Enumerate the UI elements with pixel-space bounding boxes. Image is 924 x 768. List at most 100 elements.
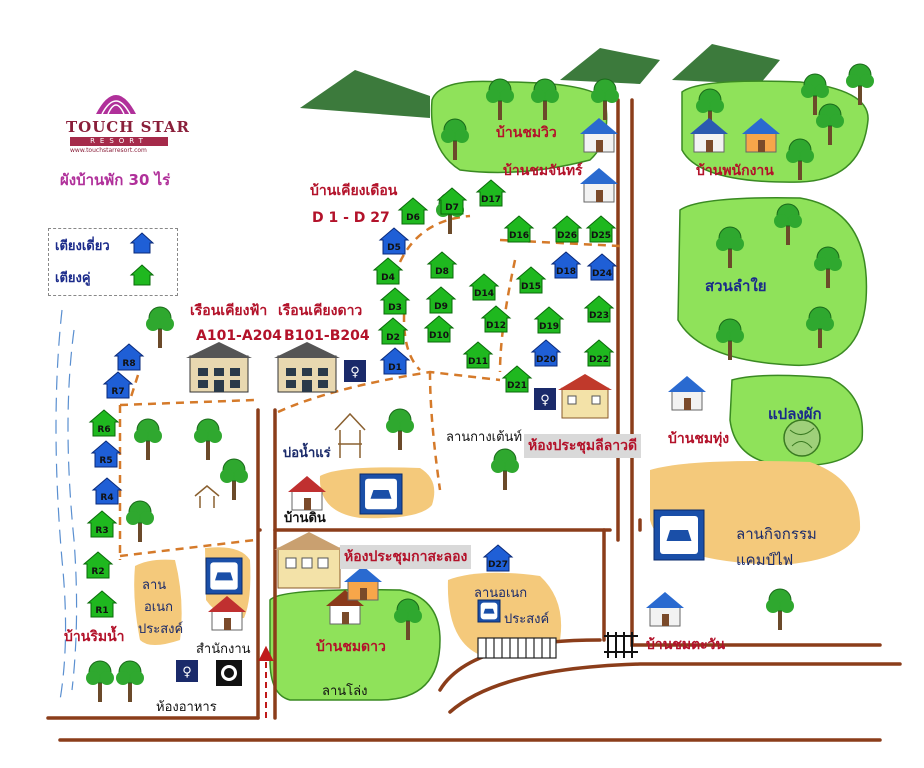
walk-paths bbox=[118, 214, 621, 560]
label-staff: บ้านพนักงาน bbox=[696, 163, 774, 179]
logo-url: www.touchstarresort.com bbox=[70, 147, 147, 154]
tree-icon bbox=[220, 458, 248, 500]
svg-text:D26: D26 bbox=[557, 231, 577, 241]
cottage-icon bbox=[690, 118, 728, 153]
tree-icon bbox=[806, 306, 834, 348]
svg-text:D1: D1 bbox=[388, 363, 402, 373]
house-r7: R7 bbox=[102, 371, 134, 399]
svg-text:D25: D25 bbox=[591, 231, 611, 241]
label-d-range: D 1 - D 27 bbox=[312, 210, 390, 226]
house-d7: D7 bbox=[436, 187, 468, 215]
label-office: สำนักงาน bbox=[196, 642, 251, 657]
cottage-icon bbox=[344, 566, 382, 601]
label-veggie: แปลงผัก bbox=[768, 405, 822, 423]
house-d26: D26 bbox=[551, 215, 583, 243]
label-chomjan: บ้านชมจันทร์ bbox=[503, 163, 583, 179]
svg-text:D23: D23 bbox=[589, 311, 609, 321]
svg-text:R1: R1 bbox=[95, 606, 108, 616]
tree-icon bbox=[816, 103, 844, 145]
svg-text:R5: R5 bbox=[99, 456, 112, 466]
label-chomthung: บ้านชมทุ่ง bbox=[668, 431, 730, 447]
parking-sign-icon bbox=[653, 509, 705, 561]
cottage-icon bbox=[646, 592, 684, 627]
house-r3: R3 bbox=[86, 510, 118, 538]
house-d18: D18 bbox=[550, 251, 582, 279]
river bbox=[55, 309, 78, 701]
svg-text:D2: D2 bbox=[386, 333, 400, 343]
svg-text:R3: R3 bbox=[95, 526, 108, 536]
tree-icon bbox=[774, 203, 802, 245]
svg-text:D22: D22 bbox=[589, 355, 609, 365]
tree-icon bbox=[716, 318, 744, 360]
label-meeting-lawadee: ห้องประชุมลีลาวดี bbox=[524, 434, 642, 458]
house-d15: D15 bbox=[515, 266, 547, 294]
meeting-building-lawadee bbox=[558, 374, 612, 419]
building-b bbox=[274, 342, 340, 393]
svg-text:D16: D16 bbox=[509, 231, 529, 241]
label-b-range: B101-B204 bbox=[284, 328, 370, 344]
house-d16: D16 bbox=[503, 215, 535, 243]
tree-icon bbox=[134, 418, 162, 460]
legend-double-house-icon bbox=[129, 264, 155, 286]
svg-text:D4: D4 bbox=[381, 273, 395, 283]
label-longan: สวนลำใย bbox=[705, 277, 767, 295]
house-r6: R6 bbox=[88, 409, 120, 437]
svg-text:D15: D15 bbox=[521, 282, 541, 292]
cottage-icon bbox=[580, 118, 618, 153]
svg-text:D10: D10 bbox=[429, 331, 449, 341]
cottages bbox=[208, 118, 780, 631]
svg-text:R8: R8 bbox=[122, 359, 135, 369]
house-d5: D5 bbox=[378, 227, 410, 255]
house-d19: D19 bbox=[533, 306, 565, 334]
mountains bbox=[300, 44, 780, 118]
svg-text:D20: D20 bbox=[536, 355, 556, 365]
tree-icon bbox=[591, 78, 619, 120]
house-d23: D23 bbox=[583, 295, 615, 323]
tree-icon bbox=[531, 78, 559, 120]
label-activity-line1: ลานกิจกรรม bbox=[736, 525, 817, 543]
tree-icon bbox=[786, 138, 814, 180]
house-d11: D11 bbox=[462, 341, 494, 369]
tree-icon bbox=[386, 408, 414, 450]
svg-text:R4: R4 bbox=[100, 493, 113, 503]
label-multi-left-3: ประสงค์ bbox=[138, 622, 184, 637]
entrance-arrow bbox=[258, 645, 274, 718]
numbered-houses: D1D2D3D4D5D6D7D8D9D10D11D12D14D15D16D17D… bbox=[82, 179, 618, 618]
svg-text:D12: D12 bbox=[486, 321, 506, 331]
label-dining: ห้องอาหาร bbox=[156, 700, 217, 715]
label-multi-left-2: อเนก bbox=[144, 600, 174, 615]
parking-sign-icon bbox=[205, 557, 243, 595]
cottage-icon bbox=[668, 376, 706, 411]
svg-text:D8: D8 bbox=[435, 267, 449, 277]
building-a bbox=[186, 342, 252, 393]
tree-icon bbox=[486, 78, 514, 120]
legend-double-label: เตียงคู่ bbox=[55, 271, 91, 286]
tree-icon bbox=[146, 306, 174, 348]
svg-text:D7: D7 bbox=[445, 203, 459, 213]
house-d21: D21 bbox=[501, 365, 533, 393]
house-d22: D22 bbox=[583, 339, 615, 367]
tree-icon bbox=[766, 588, 794, 630]
house-d25: D25 bbox=[585, 215, 617, 243]
label-multi-left-1: ลาน bbox=[142, 578, 167, 593]
svg-text:D27: D27 bbox=[488, 560, 508, 570]
house-r5: R5 bbox=[90, 440, 122, 468]
tree-icon bbox=[394, 598, 422, 640]
svg-text:♀: ♀ bbox=[350, 365, 360, 380]
legend: เตียงเดี่ยว เตียงคู่ bbox=[48, 228, 178, 296]
tree-icon bbox=[116, 660, 144, 702]
tree-icon bbox=[716, 226, 744, 268]
bridge bbox=[477, 637, 557, 659]
svg-text:D5: D5 bbox=[387, 243, 401, 253]
label-multi-right-2: ประสงค์ bbox=[504, 612, 550, 627]
restaurant-icon bbox=[216, 660, 242, 686]
svg-text:D3: D3 bbox=[388, 303, 402, 313]
logo-name: TOUCH STAR bbox=[66, 118, 190, 136]
house-d10: D10 bbox=[423, 315, 455, 343]
logo-crown-icon bbox=[96, 95, 136, 115]
house-d8: D8 bbox=[426, 251, 458, 279]
parking-sign-icon bbox=[359, 473, 403, 515]
house-r4: R4 bbox=[91, 477, 123, 505]
tree-icon bbox=[846, 63, 874, 105]
